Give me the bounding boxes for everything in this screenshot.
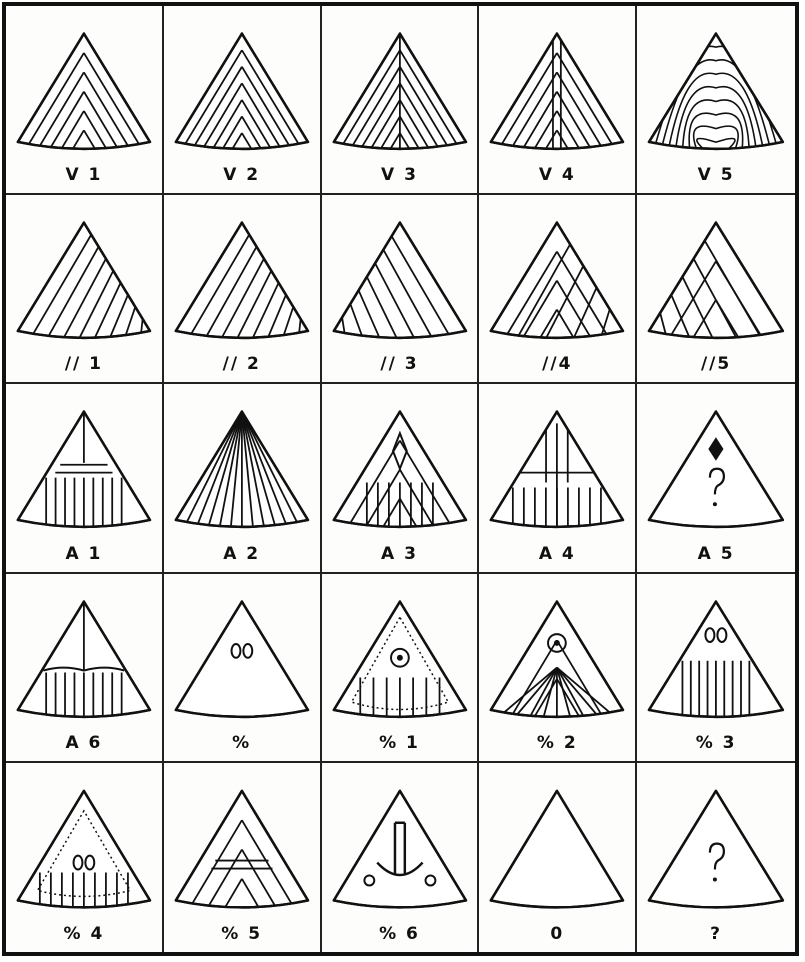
pattern-label: % 5 — [164, 924, 320, 944]
pattern-label: % 2 — [479, 733, 635, 753]
pattern-cell: A 2 — [164, 384, 322, 573]
pattern-label: A 1 — [6, 544, 162, 564]
pattern-cell: V 5 — [637, 6, 795, 195]
pattern-cell: //4 — [479, 195, 637, 384]
pattern-label: V 2 — [164, 165, 320, 185]
pattern-label: A 2 — [164, 544, 320, 564]
pattern-cell: V 3 — [322, 6, 480, 195]
pattern-cell: // 2 — [164, 195, 322, 384]
pattern-cell: // 1 — [6, 195, 164, 384]
pattern-label: // 1 — [6, 354, 162, 374]
pattern-label: % 6 — [322, 924, 478, 944]
pattern-cell: ? — [637, 763, 795, 952]
pattern-label: % — [164, 733, 320, 753]
pattern-label: 0 — [479, 924, 635, 944]
pattern-cell: // 3 — [322, 195, 480, 384]
pattern-label: % 3 — [637, 733, 795, 753]
pattern-label: % 1 — [322, 733, 478, 753]
pattern-cell: % 2 — [479, 574, 637, 763]
pattern-cell: //5 — [637, 195, 795, 384]
pattern-label: V 1 — [6, 165, 162, 185]
pattern-cell: 0 — [479, 763, 637, 952]
pattern-cell: A 5 — [637, 384, 795, 573]
pattern-label: A 6 — [6, 733, 162, 753]
pattern-label: A 3 — [322, 544, 478, 564]
pattern-cell: % 6 — [322, 763, 480, 952]
pattern-cell: V 1 — [6, 6, 164, 195]
pattern-cell: A 1 — [6, 384, 164, 573]
pattern-cell: A 3 — [322, 384, 480, 573]
pattern-label: % 4 — [6, 924, 162, 944]
pattern-label: // 3 — [322, 354, 478, 374]
pattern-cell: % 1 — [322, 574, 480, 763]
pattern-cell: A 4 — [479, 384, 637, 573]
pattern-label: // 2 — [164, 354, 320, 374]
pattern-label: V 3 — [322, 165, 478, 185]
pattern-label: V 4 — [479, 165, 635, 185]
pattern-cell: V 4 — [479, 6, 637, 195]
pattern-cell: A 6 — [6, 574, 164, 763]
pattern-label: //4 — [479, 354, 635, 374]
pattern-cell: % — [164, 574, 322, 763]
pattern-label: A 4 — [479, 544, 635, 564]
pattern-label: ? — [637, 924, 795, 944]
pattern-label: //5 — [637, 354, 795, 374]
pattern-label: A 5 — [637, 544, 795, 564]
pattern-label: V 5 — [637, 165, 795, 185]
pattern-cell: % 4 — [6, 763, 164, 952]
pattern-cell: % 3 — [637, 574, 795, 763]
pattern-cell: V 2 — [164, 6, 322, 195]
pattern-cell: % 5 — [164, 763, 322, 952]
